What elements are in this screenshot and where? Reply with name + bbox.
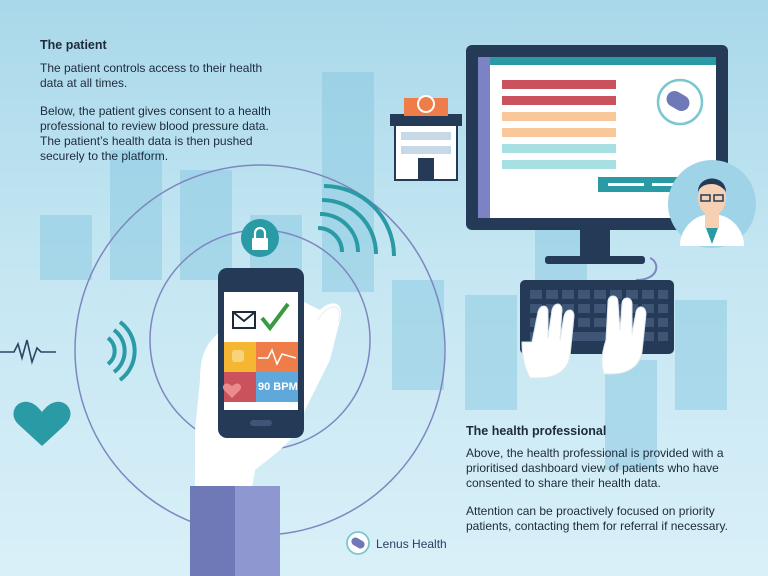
patient-p2-line2: professional to review blood pressure da… <box>40 119 269 133</box>
phone-illustration <box>218 268 304 438</box>
lock-icon <box>241 219 279 257</box>
heartbeat-line-icon <box>0 339 56 365</box>
professional-paragraph-2: Attention can be proactively focused on … <box>466 504 761 534</box>
patient-paragraph-2: Below, the patient gives consent to a he… <box>40 104 310 164</box>
professional-heading: The health professional <box>466 424 607 438</box>
brand-name: Lenus Health <box>376 537 447 551</box>
patient-p2-line1: Below, the patient gives consent to a he… <box>40 104 271 118</box>
professional-paragraph-1: Above, the health professional is provid… <box>466 446 761 491</box>
professional-p2-line2: patients, contacting them for referral i… <box>466 519 728 533</box>
professional-p1-line1: Above, the health professional is provid… <box>466 446 724 460</box>
heart-icon <box>13 401 71 446</box>
bpm-readout: 90 BPM <box>258 381 298 393</box>
patient-paragraph-1: The patient controls access to their hea… <box>40 61 310 91</box>
patient-p1-line2: data at all times. <box>40 76 128 90</box>
professional-text-block: The health professional Above, the healt… <box>466 424 761 534</box>
keyboard-cable <box>635 257 658 281</box>
check-icon <box>260 302 290 332</box>
typing-hands <box>521 295 647 379</box>
signal-arcs-left <box>106 320 137 382</box>
patient-text-block: The patient The patient controls access … <box>40 38 310 164</box>
patient-p2-line3: The patient’s health data is then pushed <box>40 134 253 148</box>
professional-p2-line1: Attention can be proactively focused on … <box>466 504 715 518</box>
professional-p1-line2: prioritised dashboard view of patients w… <box>466 461 719 475</box>
signal-arcs-right <box>317 184 396 257</box>
hospital-icon <box>390 95 462 181</box>
patient-p2-line4: securely to the platform. <box>40 149 169 163</box>
lenus-logo-icon <box>346 531 370 555</box>
doctor-avatar <box>668 160 756 248</box>
patient-heading: The patient <box>40 38 107 52</box>
mail-icon <box>232 311 256 329</box>
patient-p1-line1: The patient controls access to their hea… <box>40 61 263 75</box>
professional-p1-line3: consented to share their health data. <box>466 476 661 490</box>
